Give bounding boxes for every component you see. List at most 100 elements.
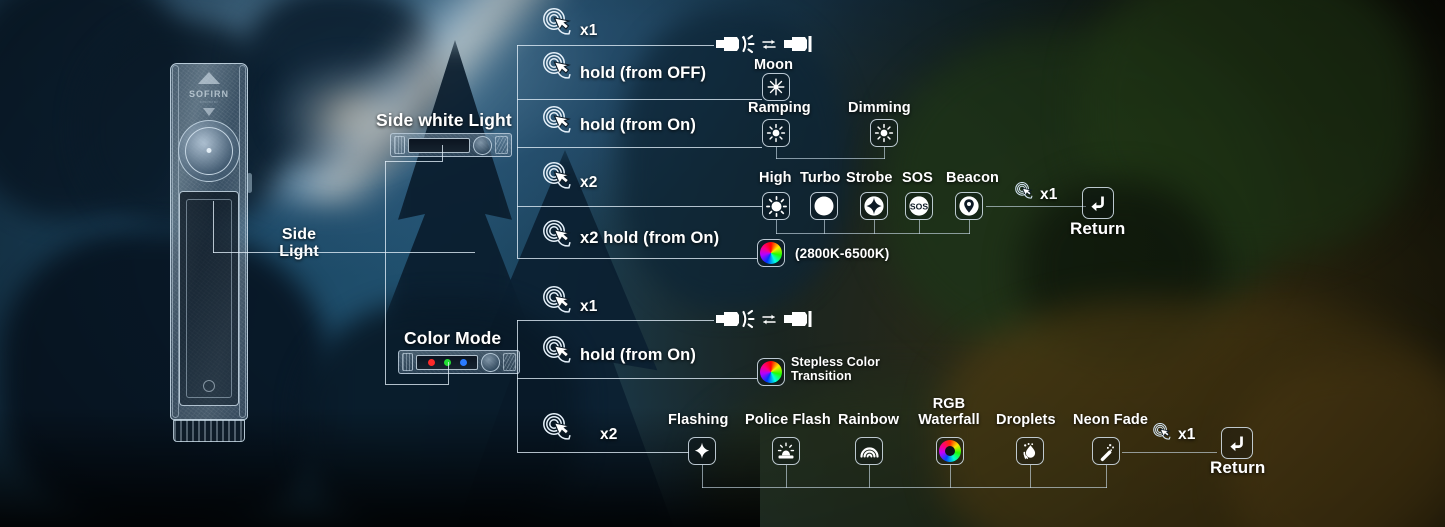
strip-knob bbox=[473, 135, 492, 155]
label-color-mode: Color Mode bbox=[404, 328, 502, 348]
gesture-label-hold-from-on-white: hold (from On) bbox=[580, 116, 696, 134]
stepless-line1: Stepless Color bbox=[791, 355, 880, 369]
droplets-stem bbox=[1030, 465, 1032, 488]
led-red bbox=[427, 358, 435, 366]
color-wheel-swatch bbox=[760, 242, 782, 264]
ramping-dimming-bar bbox=[776, 158, 885, 160]
power-switch-indicator bbox=[206, 148, 212, 153]
label-cct-range: (2800K-6500K) bbox=[795, 246, 890, 261]
branch-spine-bottom bbox=[385, 384, 449, 386]
return-icon[interactable] bbox=[1221, 427, 1253, 459]
color-mode-device-strip bbox=[398, 350, 520, 374]
brand-logo: SOFIRN bbox=[188, 89, 229, 99]
pointer-side-white-light bbox=[442, 145, 444, 161]
flashlight-clip bbox=[247, 173, 252, 193]
bottom-fade bbox=[0, 407, 760, 527]
strip-knob bbox=[481, 352, 500, 372]
color-wheel-swatch bbox=[760, 361, 782, 383]
label-police-flash: Police Flash bbox=[745, 412, 831, 428]
side-light-panel bbox=[179, 191, 239, 406]
dimming-icon bbox=[870, 119, 898, 147]
label-beacon: Beacon bbox=[946, 170, 999, 186]
magic-wand-icon bbox=[1092, 437, 1120, 465]
white-row5-line bbox=[517, 258, 757, 260]
white-return-gesture: x1 bbox=[1040, 186, 1058, 203]
white-return-line bbox=[986, 206, 1086, 208]
flashlight-tailcap-mark bbox=[203, 380, 215, 392]
gesture-label-x2-white: x2 bbox=[580, 174, 598, 191]
leader-side-light-riser bbox=[213, 201, 215, 253]
gesture-label-x1-white: x1 bbox=[580, 22, 598, 39]
brand-subtext: ▭▭▭▭ bbox=[199, 99, 219, 104]
droplet-icon bbox=[1016, 437, 1044, 465]
side-light-panel-inner bbox=[186, 199, 232, 398]
side-white-light-device-strip bbox=[390, 133, 512, 157]
police-flash-stem bbox=[786, 465, 788, 488]
strip-cap-right bbox=[503, 353, 516, 371]
rainbow-icon bbox=[855, 437, 883, 465]
beacon-stem bbox=[969, 220, 971, 234]
label-side-light: Side Light bbox=[266, 226, 332, 260]
flashlight-tail bbox=[173, 420, 245, 442]
white-return-label: Return bbox=[1070, 219, 1126, 238]
tap-icon bbox=[541, 336, 575, 371]
gesture-label-x1-color: x1 bbox=[580, 298, 598, 315]
tap-icon bbox=[1014, 181, 1035, 204]
color-row3-line bbox=[517, 452, 689, 454]
strobe-stem bbox=[874, 220, 876, 234]
strip-cap-left bbox=[394, 136, 405, 154]
label-rgb-waterfall: RGB Waterfall bbox=[918, 396, 980, 428]
label-droplets: Droplets bbox=[996, 412, 1056, 428]
white-row3-line bbox=[517, 147, 762, 149]
label-dimming: Dimming bbox=[848, 100, 911, 116]
gesture-label-hold-from-on-color: hold (from On) bbox=[580, 346, 696, 364]
flashlight-on-icon bbox=[716, 34, 755, 54]
flashlight-product-image: SOFIRN ▭▭▭▭ bbox=[170, 63, 252, 442]
flashlight-edge-left bbox=[172, 65, 179, 418]
sparkle-icon bbox=[688, 437, 716, 465]
white-row4-line bbox=[517, 206, 762, 208]
strip-cap-right bbox=[495, 136, 508, 154]
strip-lens-rgb bbox=[416, 354, 478, 370]
dimming-stem bbox=[884, 147, 886, 159]
moon-icon bbox=[762, 73, 790, 101]
sparkle-icon bbox=[860, 192, 888, 220]
leader-side-light-right bbox=[335, 252, 475, 254]
pointer-color-mode bbox=[448, 362, 450, 384]
gesture-label-hold-from-off: hold (from OFF) bbox=[580, 64, 707, 82]
led-green bbox=[443, 358, 451, 366]
strip-cap-left bbox=[402, 353, 413, 371]
rgb-waterfall-line1: RGB bbox=[932, 396, 966, 412]
label-sos: SOS bbox=[902, 170, 933, 186]
color-branch-bracket bbox=[517, 320, 519, 452]
flash-modes-bar bbox=[702, 487, 1107, 489]
label-side-white-light: Side white Light bbox=[376, 110, 512, 130]
flashlight-toggle-icons bbox=[714, 307, 814, 331]
label-neon-fade: Neon Fade bbox=[1073, 412, 1149, 428]
sos-stem bbox=[919, 220, 921, 234]
led-blue bbox=[459, 358, 467, 366]
ramping-stem bbox=[776, 147, 778, 159]
neon-fade-stem bbox=[1106, 465, 1108, 488]
sos-icon: SOS bbox=[905, 192, 933, 220]
label-high: High bbox=[759, 170, 792, 186]
return-icon[interactable] bbox=[1082, 187, 1114, 219]
sun-burst-icon bbox=[762, 192, 790, 220]
flashlight-off-icon bbox=[784, 311, 812, 327]
color-return-line bbox=[1122, 452, 1217, 454]
strip-lens bbox=[408, 137, 470, 153]
white-row2-line bbox=[517, 99, 762, 101]
label-strobe: Strobe bbox=[846, 170, 893, 186]
branch-spine-vertical bbox=[385, 161, 387, 384]
label-side-light-line2: Light bbox=[279, 243, 319, 260]
label-side-light-line1: Side bbox=[281, 226, 317, 243]
flashlight-toggle-icons bbox=[714, 32, 814, 56]
flashlight-on-icon bbox=[716, 309, 755, 329]
label-moon: Moon bbox=[754, 57, 794, 73]
label-rainbow: Rainbow bbox=[838, 412, 900, 428]
full-circle-icon bbox=[810, 192, 838, 220]
flashlight-edge-right bbox=[239, 65, 246, 418]
gesture-label-x2-hold-from-on: x2 hold (from On) bbox=[580, 229, 720, 247]
tap-icon bbox=[541, 52, 575, 87]
